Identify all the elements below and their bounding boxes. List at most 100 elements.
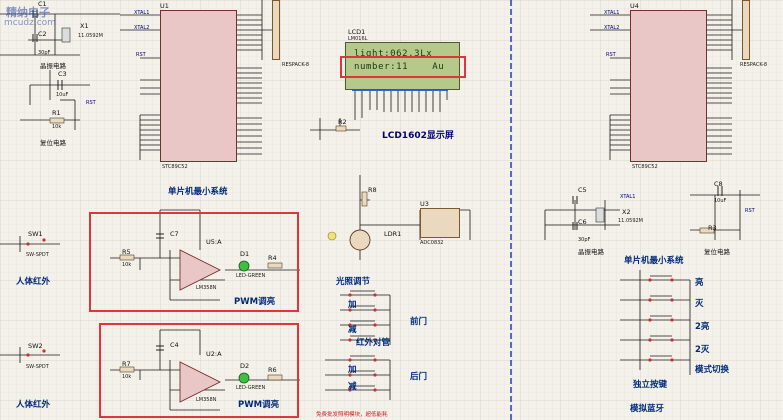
ref-u4: U4	[630, 2, 639, 10]
ref-sw1: SW1	[28, 230, 43, 238]
title-pwm1: PWM调亮	[234, 297, 276, 307]
part-u4: STC89C52	[632, 164, 658, 170]
watermark-brand: 精纳电子	[6, 6, 50, 19]
ref-u2a: U2:A	[206, 350, 222, 358]
resistor-r6-symbol	[267, 374, 283, 381]
ref-ldr1: LDR1	[384, 230, 402, 238]
rval-r5: 10k	[122, 262, 132, 268]
resistor-r8-symbol	[361, 191, 368, 207]
title-light: 光照调节	[336, 277, 371, 287]
ref-r5: R5	[122, 248, 131, 256]
led-d2-type: LED-GREEN	[236, 385, 266, 391]
title-pir1: 人体红外	[16, 277, 51, 287]
light-lamp-icon	[327, 231, 337, 241]
rval-r7: 10k	[122, 374, 132, 380]
net-xtal2-left: XTAL2	[134, 25, 150, 31]
ref-c1: C1	[38, 0, 47, 8]
title-keys: 独立按键	[633, 380, 668, 390]
net-xtal1-right: XTAL1	[604, 10, 620, 16]
cval-c3: 10uF	[56, 92, 69, 98]
net-rst-u1: RST	[136, 52, 146, 58]
ref-c7: C7	[170, 230, 179, 238]
footer-note: 免费批发照明模块，超低能耗	[316, 412, 388, 418]
title-crystal-left: 晶振电路	[40, 62, 66, 70]
ref-c4: C4	[170, 341, 179, 349]
ref-r2: R2	[338, 118, 347, 126]
ref-u5a: U5:A	[206, 238, 222, 246]
part-u3: ADC0832	[420, 240, 444, 246]
adc-chip	[420, 208, 460, 238]
lcd-module: light:062.3Lx number:11 Au	[345, 42, 460, 90]
ref-c3: C3	[58, 70, 67, 78]
label-sub1: 减	[348, 325, 357, 335]
swtype-sw2: SW-SPDT	[26, 364, 49, 370]
title-reset-left: 复位电路	[40, 139, 66, 147]
ref-u1: U1	[160, 2, 169, 10]
label-back-door: 后门	[410, 372, 428, 382]
part-u1: STC89C52	[162, 164, 188, 170]
ref-r3: R3	[708, 224, 717, 232]
ref-c5: C5	[578, 186, 587, 194]
ref-d2: D2	[240, 362, 250, 370]
resistor-r2-symbol	[335, 125, 347, 132]
label-dark2: 2灭	[695, 345, 710, 355]
respack-right-label: RESPACK-8	[740, 62, 768, 68]
resistor-r3-symbol	[699, 227, 715, 234]
pwm2-highlight-box	[99, 323, 299, 418]
resistor-r4-symbol	[267, 262, 283, 269]
cval-c8: 10uF	[714, 198, 727, 204]
watermark-url: mcudz.com	[4, 18, 56, 28]
ref-u3: U3	[420, 200, 429, 208]
label-bright2: 2亮	[695, 322, 710, 332]
pwm1-highlight-box	[89, 212, 299, 312]
ref-lcd1: LCD1	[348, 28, 366, 36]
freq-x2: 11.0592M	[618, 218, 643, 224]
crystal-x1-symbol	[61, 27, 71, 43]
ref-c6: C6	[578, 218, 587, 226]
label-add1: 加	[348, 300, 357, 310]
led-d2-symbol	[238, 372, 250, 384]
title-bt: 模拟蓝牙	[630, 404, 665, 414]
ref-c2: C2	[38, 30, 47, 38]
part-lcd: LM016L	[348, 36, 368, 42]
mcu-left-chip	[160, 10, 237, 162]
ref-sw2: SW2	[28, 342, 43, 350]
ref-x1: X1	[80, 22, 89, 30]
resistor-r5-symbol	[119, 254, 135, 261]
ref-r1: R1	[52, 109, 61, 117]
label-front-door: 前门	[410, 317, 428, 327]
title-min-system-right: 单片机最小系统	[624, 256, 684, 266]
title-reset-right: 复位电路	[704, 248, 730, 256]
lcd-row-2: number:11 Au	[354, 62, 445, 72]
title-min-system-left: 单片机最小系统	[168, 187, 228, 197]
label-sub2: 减	[348, 382, 357, 392]
net-xtal1-crystal-right: XTAL1	[620, 194, 636, 200]
cval-c2: 30pF	[38, 50, 51, 56]
respack-right	[742, 0, 750, 60]
rval-r1: 10k	[52, 124, 62, 130]
resistor-r1-symbol	[49, 117, 65, 124]
cval-c6: 30pF	[578, 237, 591, 243]
net-rst-right: RST	[745, 208, 755, 214]
ref-r6: R6	[268, 366, 277, 374]
opamp-u5a-symbol	[179, 249, 222, 291]
label-mode: 模式切换	[695, 365, 730, 375]
ref-r8: R8	[368, 186, 377, 194]
lcd-row-1: light:062.3Lx	[354, 49, 433, 59]
crystal-x2-symbol	[595, 207, 605, 223]
net-rst-left: RST	[86, 100, 96, 106]
led-d1-type: LED-GREEN	[236, 273, 266, 279]
title-pir2: 人体红外	[16, 400, 51, 410]
title-crystal-right: 晶振电路	[578, 248, 604, 256]
label-add2: 加	[348, 365, 357, 375]
net-rst-u4: RST	[606, 52, 616, 58]
part-u5a: LM358N	[196, 285, 217, 291]
ldr-symbol	[349, 229, 371, 251]
respack-left	[272, 0, 280, 60]
ref-c8: C8	[714, 180, 723, 188]
net-xtal1-left: XTAL1	[134, 10, 150, 16]
swtype-sw1: SW-SPDT	[26, 252, 49, 258]
part-u2a: LM358N	[196, 397, 217, 403]
resistor-r7-symbol	[119, 366, 135, 373]
